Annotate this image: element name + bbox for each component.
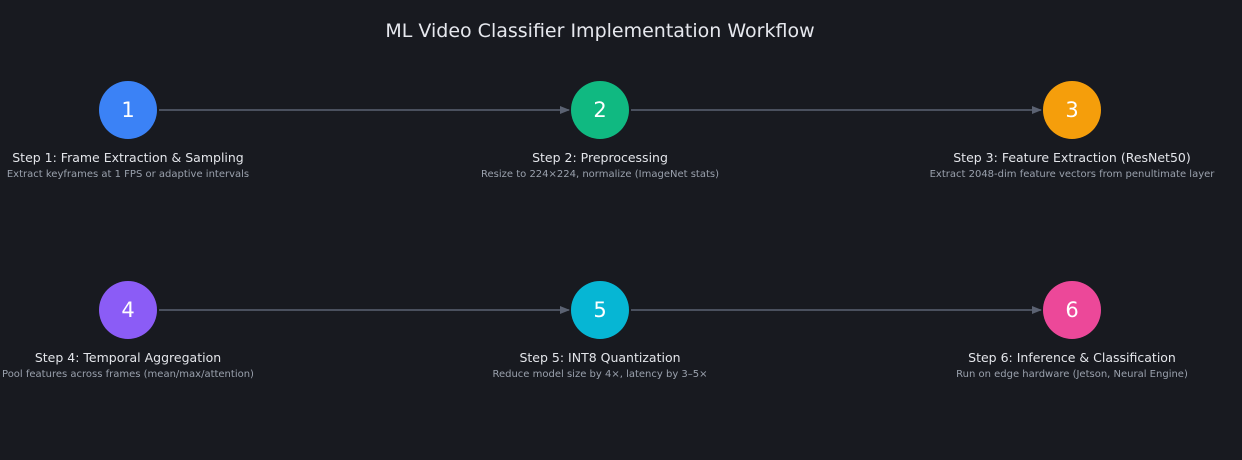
step-2-label: Step 2: Preprocessing	[532, 150, 668, 165]
step-2-description: Resize to 224×224, normalize (ImageNet s…	[481, 169, 719, 180]
step-6-label: Step 6: Inference & Classification	[968, 350, 1176, 365]
step-2-node: 2	[571, 81, 629, 139]
step-4-label: Step 4: Temporal Aggregation	[34, 350, 222, 365]
step-1-description: Extract keyframes at 1 FPS or adaptive i…	[6, 169, 250, 180]
step-4-node: 4	[99, 281, 157, 339]
step-6-description: Run on edge hardware (Jetson, Neural Eng…	[956, 369, 1188, 380]
diagram-title: ML Video Classifier Implementation Workf…	[385, 20, 815, 42]
step-5-label: Step 5: INT8 Quantization	[519, 350, 681, 365]
step-6-node: 6	[1043, 281, 1101, 339]
step-4-description: Pool features across frames (mean/max/at…	[2, 369, 254, 380]
step-1-label: Step 1: Frame Extraction & Sampling	[12, 150, 244, 165]
step-5-description: Reduce model size by 4×, latency by 3–5×	[492, 369, 708, 380]
step-5-node: 5	[571, 281, 629, 339]
step-1-node: 1	[99, 81, 157, 139]
connector-layer	[159, 106, 1042, 314]
step-3-label: Step 3: Feature Extraction (ResNet50)	[953, 150, 1191, 165]
step-3-description: Extract 2048-dim feature vectors from pe…	[929, 169, 1215, 180]
step-3-node: 3	[1043, 81, 1101, 139]
